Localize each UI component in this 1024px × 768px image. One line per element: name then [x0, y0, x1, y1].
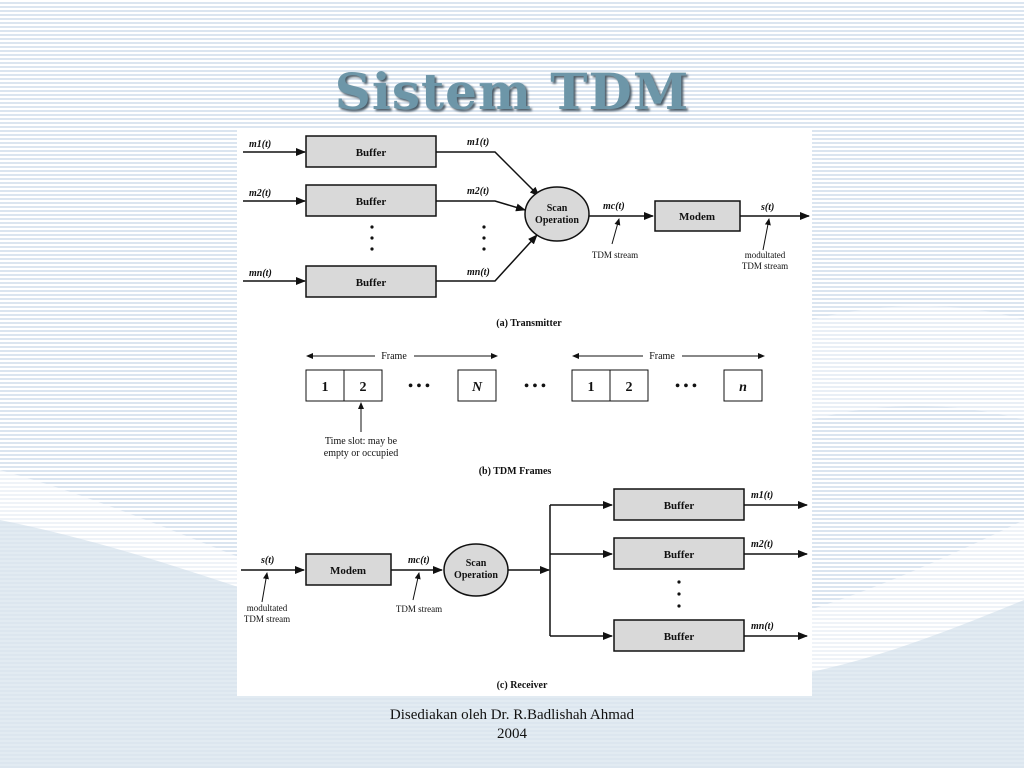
- rx-stream-signal: mc(t): [408, 555, 430, 566]
- frame-2-ellipsis: • • •: [675, 379, 697, 394]
- tx-buffer-2-label: Buffer: [356, 196, 387, 208]
- footer-author: Disediakan oleh Dr. R.Badlishah Ahmad: [389, 707, 635, 723]
- rx-buffer-2: [613, 537, 745, 570]
- rx-output-label-1: m1(t): [751, 490, 773, 501]
- tx-modem-label: Modem: [679, 211, 715, 223]
- rx-modem: [305, 553, 392, 586]
- rx-buffer-n: [613, 619, 745, 652]
- receiver-section: s(t) modultated TDM stream Modem mc(t) T…: [241, 488, 808, 691]
- tx-output-label-n: mn(t): [467, 267, 490, 278]
- frame-1-label: Frame: [381, 351, 407, 362]
- tx-buffer-1-label: Buffer: [356, 147, 387, 159]
- tx-scan-line2: Operation: [535, 215, 579, 226]
- tx-stream-label: TDM stream: [592, 250, 638, 260]
- rx-input-signal: s(t): [260, 555, 274, 566]
- tx-modulated-line1: modultated: [745, 250, 786, 260]
- frame-2-slot-2-label: 2: [626, 380, 633, 395]
- tx-buffer-n-label: Buffer: [356, 277, 387, 289]
- tx-line-n: [436, 234, 538, 282]
- frame-1-slot-2-label: 2: [360, 380, 367, 395]
- frame-1-slot-2: [343, 369, 383, 402]
- tx-stream-signal: mc(t): [603, 201, 625, 212]
- slide-footer: Disediakan oleh Dr. R.Badlishah Ahmad 20…: [312, 706, 712, 744]
- frames-caption: (b) TDM Frames: [479, 466, 552, 477]
- tx-line-1: [436, 151, 540, 197]
- tx-stream-pointer: [611, 218, 621, 245]
- frame-1-slot-last: [457, 369, 497, 402]
- rx-stream-label: TDM stream: [396, 604, 442, 614]
- tx-caption: (a) Transmitter: [496, 318, 562, 329]
- rx-caption: (c) Receiver: [497, 680, 548, 691]
- tx-scan-line1: Scan: [547, 203, 568, 214]
- slide-title: Sistem TDM: [334, 62, 690, 121]
- tx-input-label-n: mn(t): [249, 268, 272, 279]
- frame-2-label: Frame: [649, 351, 675, 362]
- tx-input-label-1: m1(t): [249, 139, 271, 150]
- tx-output-label-1: m1(t): [467, 137, 489, 148]
- tx-modulated-pointer: [762, 218, 771, 251]
- tdm-figure: m1(t) m2(t) mn(t) Buffer Buffer Buffer m…: [237, 130, 812, 696]
- rx-output-label-n: mn(t): [751, 621, 774, 632]
- rx-stream-pointer: [412, 572, 421, 601]
- timeslot-line1: Time slot: may be: [325, 436, 398, 447]
- rx-scan-line2: Operation: [454, 570, 498, 581]
- rx-buffer-n-label: Buffer: [664, 631, 695, 643]
- frame-2-slot-1: [571, 369, 611, 402]
- rx-buffer-2-label: Buffer: [664, 549, 695, 561]
- rx-scan-line1: Scan: [466, 558, 487, 569]
- frame-1-ellipsis: • • •: [408, 379, 430, 394]
- frame-2-slot-last-label: n: [739, 380, 747, 395]
- frame-2-slot-last: [723, 369, 763, 402]
- footer-year: 2004: [497, 726, 527, 742]
- frames-section: Frame Frame 1 2 • • • N • • • 1 2 • • • …: [305, 351, 765, 477]
- frame-2-slot-1-label: 1: [588, 380, 595, 395]
- rx-buffer-ellipsis: [677, 580, 681, 608]
- rx-buffer-1-label: Buffer: [664, 500, 695, 512]
- frame-1-slot-last-label: N: [471, 380, 483, 395]
- tx-scan-operation: [524, 186, 590, 242]
- rx-buffer-1: [613, 488, 745, 521]
- tx-buffer-ellipsis: [370, 225, 486, 251]
- tx-line-2: [436, 200, 526, 212]
- tx-input-label-2: m2(t): [249, 188, 271, 199]
- rx-modem-label: Modem: [330, 565, 366, 577]
- rx-modulated-line2: TDM stream: [244, 614, 290, 624]
- tx-modem: [654, 200, 741, 232]
- rx-modulated-pointer: [261, 572, 269, 603]
- tx-modulated-line2: TDM stream: [742, 261, 788, 271]
- rx-modulated-line1: modultated: [247, 603, 288, 613]
- transmitter-section: m1(t) m2(t) mn(t) Buffer Buffer Buffer m…: [243, 135, 810, 329]
- between-frames-ellipsis: • • •: [524, 379, 546, 394]
- rx-output-label-2: m2(t): [751, 539, 773, 550]
- tx-output-label-2: m2(t): [467, 186, 489, 197]
- frame-1-slot-1-label: 1: [322, 380, 329, 395]
- tx-output-signal: s(t): [760, 202, 774, 213]
- timeslot-line2: empty or occupied: [324, 448, 398, 459]
- tx-buffer-1: [305, 135, 437, 168]
- frame-2-slot-2: [609, 369, 649, 402]
